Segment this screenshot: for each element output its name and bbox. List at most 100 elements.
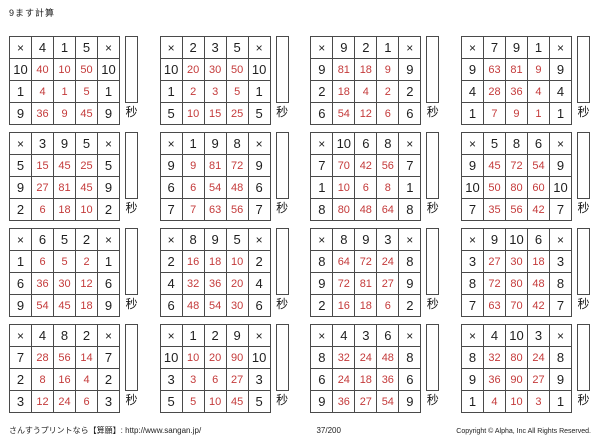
seconds-label: 秒	[577, 105, 590, 119]
answer-cell: 4	[482, 390, 506, 413]
seconds-label: 秒	[276, 105, 289, 119]
times-icon: ×	[398, 132, 422, 155]
right-number-cell: 9	[398, 272, 422, 295]
right-number-cell: 1	[398, 176, 422, 199]
page-number: 37/200	[316, 426, 341, 435]
answer-cell: 18	[75, 294, 98, 317]
right-number-cell: 9	[548, 368, 572, 391]
top-number-cell: 2	[75, 228, 98, 251]
answer-cell: 45	[482, 154, 506, 177]
answer-cell: 54	[332, 102, 356, 125]
top-number-cell: 8	[181, 228, 205, 251]
right-number-cell: 6	[247, 176, 271, 199]
answer-cell: 70	[332, 154, 356, 177]
timer-area: 秒	[124, 132, 139, 214]
left-number-cell: 5	[159, 390, 183, 413]
right-number-cell: 4	[548, 80, 572, 103]
answer-cell: 6	[376, 294, 400, 317]
answer-cell: 48	[181, 294, 205, 317]
answer-cell: 2	[75, 250, 98, 273]
answer-cell: 8	[376, 176, 400, 199]
answer-cell: 50	[482, 176, 506, 199]
time-entry-box	[576, 132, 590, 199]
top-number-cell: 2	[203, 324, 227, 347]
right-number-cell: 10	[548, 176, 572, 199]
answer-cell: 10	[332, 176, 356, 199]
right-number-cell: 1	[97, 80, 120, 103]
answer-cell: 54	[203, 176, 227, 199]
answer-cell: 9	[376, 58, 400, 81]
left-number-cell: 2	[310, 80, 334, 103]
right-number-cell: 10	[247, 346, 271, 369]
left-number-cell: 9	[159, 154, 183, 177]
answer-cell: 35	[482, 198, 506, 221]
left-number-cell: 2	[9, 368, 32, 391]
right-number-cell: 9	[247, 154, 271, 177]
top-number-cell: 3	[31, 132, 54, 155]
right-number-cell: 8	[398, 250, 422, 273]
top-number-cell: 5	[225, 36, 249, 59]
seconds-label: 秒	[426, 105, 439, 119]
answer-cell: 45	[225, 390, 249, 413]
answer-cell: 20	[181, 58, 205, 81]
left-number-cell: 8	[310, 250, 334, 273]
answer-cell: 24	[376, 250, 400, 273]
left-number-cell: 8	[460, 272, 484, 295]
answer-cell: 18	[354, 294, 378, 317]
top-number-cell: 1	[181, 132, 205, 155]
seconds-label: 秒	[125, 105, 138, 119]
answer-cell: 10	[225, 250, 249, 273]
times-icon: ×	[398, 228, 422, 251]
time-entry-box	[125, 36, 138, 103]
right-number-cell: 3	[548, 250, 572, 273]
right-number-cell: 3	[247, 368, 271, 391]
answer-cell: 80	[504, 176, 528, 199]
answer-cell: 16	[332, 294, 356, 317]
right-number-cell: 7	[247, 198, 271, 221]
answer-cell: 10	[504, 390, 528, 413]
left-number-cell: 8	[310, 346, 334, 369]
answer-cell: 32	[482, 346, 506, 369]
seconds-label: 秒	[125, 297, 138, 311]
answer-cell: 18	[53, 198, 76, 221]
left-number-cell: 7	[460, 198, 484, 221]
times-icon: ×	[310, 228, 334, 251]
right-number-cell: 1	[247, 80, 271, 103]
answer-cell: 72	[354, 250, 378, 273]
answer-cell: 20	[225, 272, 249, 295]
right-number-cell: 8	[398, 346, 422, 369]
seconds-label: 秒	[276, 393, 289, 407]
time-entry-box	[125, 132, 138, 199]
seconds-label: 秒	[276, 297, 289, 311]
answer-cell: 27	[225, 368, 249, 391]
timer-area: 秒	[275, 228, 290, 310]
right-number-cell: 2	[97, 198, 120, 221]
right-number-cell: 5	[97, 154, 120, 177]
answer-cell: 36	[376, 368, 400, 391]
top-number-cell: 8	[504, 132, 528, 155]
timer-area: 秒	[275, 132, 290, 214]
answer-cell: 6	[203, 368, 227, 391]
